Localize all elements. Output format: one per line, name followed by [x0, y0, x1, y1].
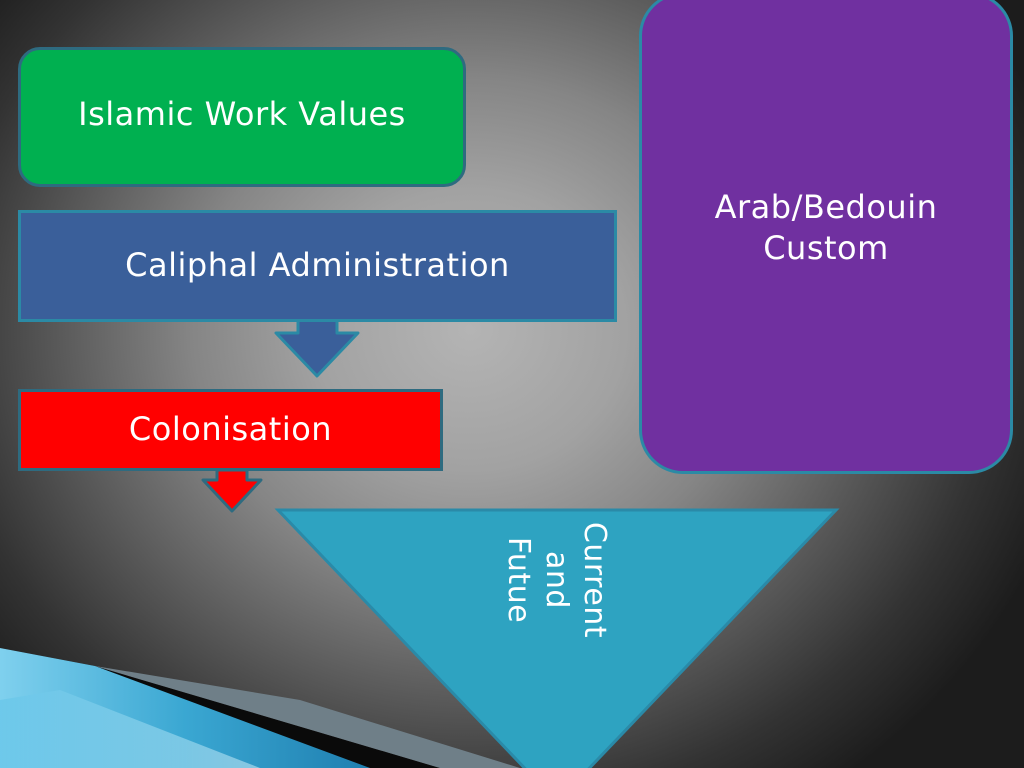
- flow-arrow-colonisation-to-future: [201, 468, 263, 513]
- islamic-work-values-box: Islamic Work Values: [18, 47, 466, 187]
- flow-arrow-caliphal-to-colonisation: [274, 318, 360, 378]
- caliphal-administration-label: Caliphal Administration: [125, 246, 510, 284]
- colonisation-box: Colonisation: [18, 389, 443, 471]
- current-and-future-triangle: [274, 508, 840, 768]
- arab-bedouin-custom-box: Arab/Bedouin Custom: [639, 0, 1013, 474]
- caliphal-administration-box: Caliphal Administration: [18, 210, 617, 322]
- current-and-future-label: Current and Futue: [501, 521, 612, 639]
- corner-swoosh-highlight: [0, 690, 260, 768]
- islamic-work-values-label: Islamic Work Values: [78, 95, 406, 133]
- arab-bedouin-custom-label: Arab/Bedouin Custom: [714, 188, 938, 267]
- colonisation-label: Colonisation: [128, 410, 333, 448]
- corner-swoosh-gray: [95, 666, 520, 768]
